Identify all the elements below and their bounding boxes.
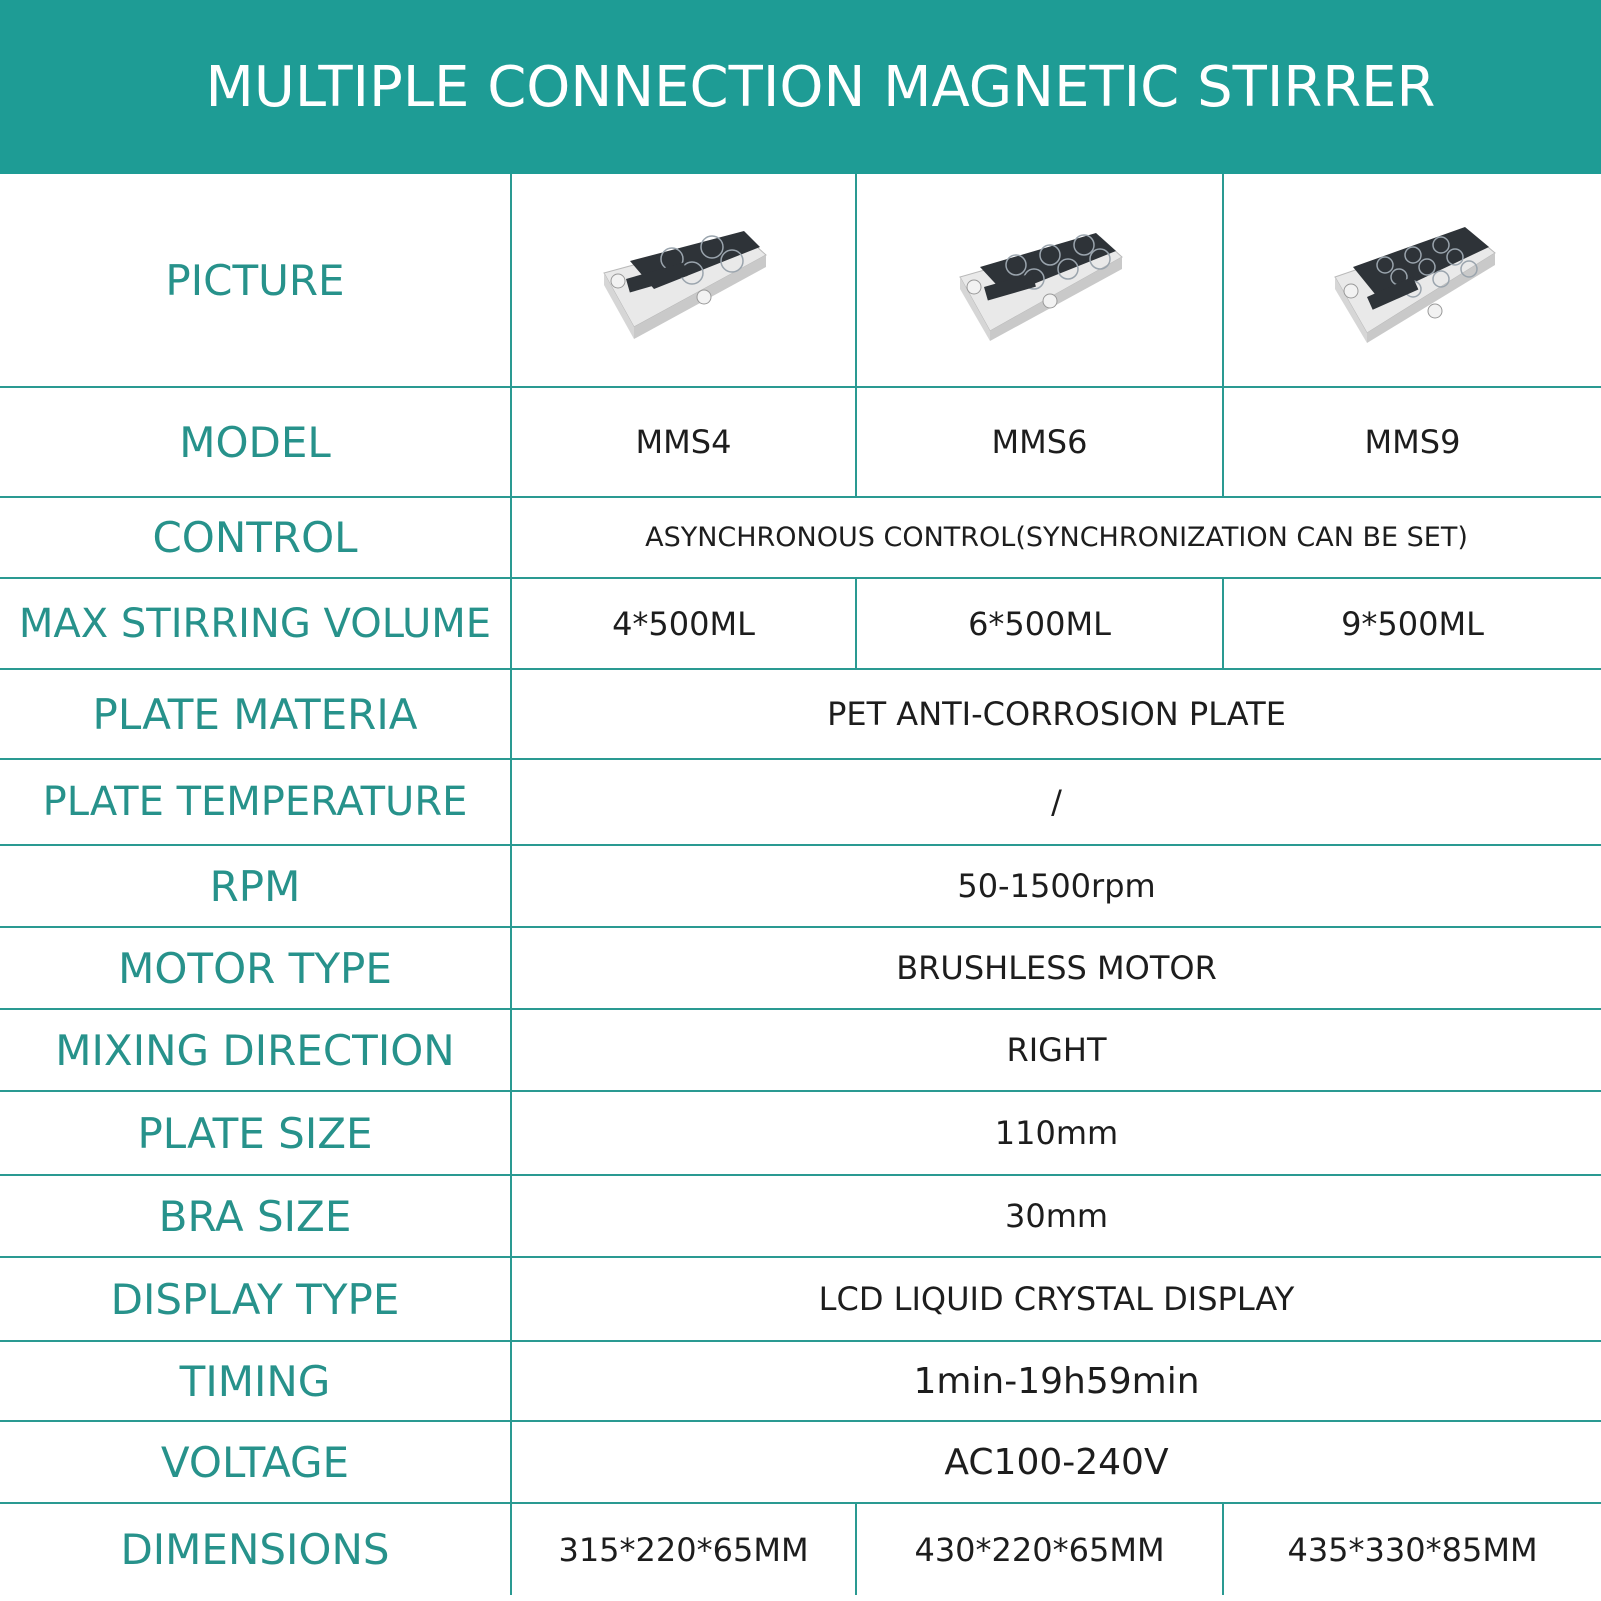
page-title: MULTIPLE CONNECTION MAGNETIC STIRRER: [205, 54, 1436, 120]
row-label-voltage: VOLTAGE: [0, 1421, 512, 1504]
row-label-display-type: DISPLAY TYPE: [0, 1257, 512, 1342]
row-label-bra-size: BRA SIZE: [0, 1175, 512, 1258]
table-row: DISPLAY TYPE LCD LIQUID CRYSTAL DISPLAY: [0, 1257, 1601, 1342]
table-row: MODEL MMS4 MMS6 MMS9: [0, 387, 1601, 498]
product-image-mms9: [1223, 174, 1601, 388]
max-volume-mms6: 6*500ML: [856, 578, 1224, 670]
table-row: PICTURE: [0, 174, 1601, 388]
header-banner: [0, 0, 1601, 174]
dimensions-mms4: 315*220*65MM: [511, 1503, 857, 1595]
table-row: DIMENSIONS 315*220*65MM 430*220*65MM 435…: [0, 1503, 1601, 1595]
table-row: PLATE SIZE 110mm: [0, 1091, 1601, 1176]
row-label-rpm: RPM: [0, 845, 512, 928]
row-label-plate-material: PLATE MATERIA: [0, 669, 512, 760]
plate-temperature-value: /: [511, 759, 1601, 846]
product-image-mms4: [511, 174, 857, 388]
model-mms6: MMS6: [856, 387, 1224, 498]
row-label-model: MODEL: [0, 387, 512, 498]
model-mms4: MMS4: [511, 387, 857, 498]
table-row: MIXING DIRECTION RIGHT: [0, 1009, 1601, 1092]
max-volume-mms9: 9*500ML: [1223, 578, 1601, 670]
table-row: MAX STIRRING VOLUME 4*500ML 6*500ML 9*50…: [0, 578, 1601, 670]
row-label-plate-temperature: PLATE TEMPERATURE: [0, 759, 512, 846]
control-value: ASYNCHRONOUS CONTROL(SYNCHRONIZATION CAN…: [511, 497, 1601, 579]
stirrer-4-image: [602, 231, 767, 339]
motor-type-value: BRUSHLESS MOTOR: [511, 927, 1601, 1010]
row-label-mixing-direction: MIXING DIRECTION: [0, 1009, 512, 1092]
display-type-value: LCD LIQUID CRYSTAL DISPLAY: [511, 1257, 1601, 1342]
row-label-plate-size: PLATE SIZE: [0, 1091, 512, 1176]
model-mms9: MMS9: [1223, 387, 1601, 498]
bra-size-value: 30mm: [511, 1175, 1601, 1258]
row-label-picture: PICTURE: [0, 174, 512, 388]
row-label-dimensions: DIMENSIONS: [0, 1503, 512, 1595]
row-label-control: CONTROL: [0, 497, 512, 579]
plate-size-value: 110mm: [511, 1091, 1601, 1176]
rpm-value: 50-1500rpm: [511, 845, 1601, 928]
dimensions-mms9: 435*330*85MM: [1287, 1530, 1538, 1569]
table-row: MOTOR TYPE BRUSHLESS MOTOR: [0, 927, 1601, 1010]
voltage-value: AC100-240V: [511, 1421, 1601, 1504]
row-label-timing: TIMING: [0, 1341, 512, 1422]
mixing-direction-value: RIGHT: [511, 1009, 1601, 1092]
table-row: TIMING 1min-19h59min: [0, 1341, 1601, 1422]
table-row: BRA SIZE 30mm: [0, 1175, 1601, 1258]
dimensions-mms6: 430*220*65MM: [856, 1503, 1224, 1595]
plate-material-value: PET ANTI-CORROSION PLATE: [511, 669, 1601, 760]
table-row: VOLTAGE AC100-240V: [0, 1421, 1601, 1504]
spec-table: PICTURE: [0, 174, 1601, 1595]
table-row: RPM 50-1500rpm: [0, 845, 1601, 928]
stirrer-6-image: [958, 233, 1123, 341]
table-row: PLATE MATERIA PET ANTI-CORROSION PLATE: [0, 669, 1601, 760]
stirrer-9-image: [1333, 227, 1496, 343]
table-row: CONTROL ASYNCHRONOUS CONTROL(SYNCHRONIZA…: [0, 497, 1601, 579]
timing-value: 1min-19h59min: [511, 1341, 1601, 1422]
table-row: PLATE TEMPERATURE /: [0, 759, 1601, 846]
row-label-max-volume: MAX STIRRING VOLUME: [0, 578, 512, 670]
max-volume-mms4: 4*500ML: [511, 578, 857, 670]
row-label-motor-type: MOTOR TYPE: [0, 927, 512, 1010]
product-image-mms6: [856, 174, 1224, 388]
